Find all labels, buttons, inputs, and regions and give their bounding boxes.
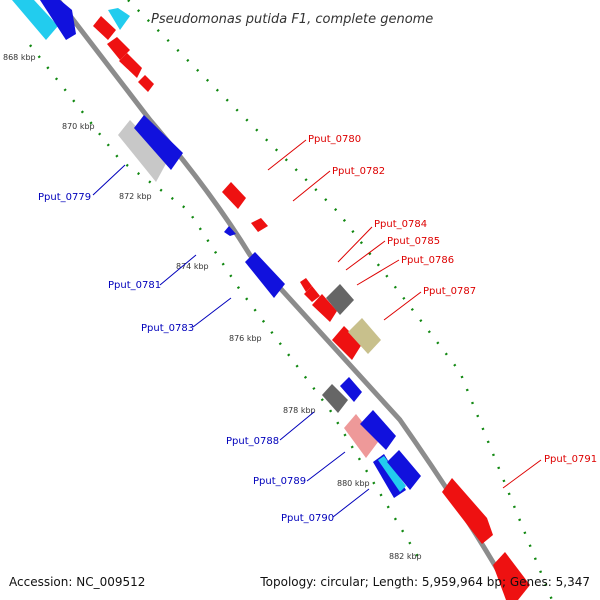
label-leaders [92,139,542,518]
gene-feature [107,37,130,60]
gene-labels: Pput_0780 Pput_0782 Pput_0784 Pput_0785 … [38,134,597,524]
genome-backbone [56,0,518,600]
gene-label: Pput_0791 [544,454,597,465]
gene-label: Pput_0787 [423,286,476,297]
gene-label: Pput_0782 [332,166,385,177]
gene-feature [322,384,348,413]
gene-feature [93,16,116,40]
gene-feature [138,75,154,92]
tick-track-inner [29,44,422,561]
gene-feature [119,53,142,78]
gene-label: Pput_0786 [401,255,454,266]
gene-feature [300,278,312,292]
gene-feature [340,377,362,402]
scale-label: 868 kbp [3,53,36,62]
gene-label: Pput_0783 [141,323,194,334]
gene-feature [442,478,493,544]
accession-text: Accession: NC_009512 [9,575,145,589]
gene-label: Pput_0789 [253,476,306,487]
gene-label: Pput_0784 [374,219,427,230]
gene-feature [118,120,168,182]
gene-feature [304,286,320,302]
gene-label: Pput_0790 [281,513,334,524]
scale-label: 870 kbp [62,122,95,131]
gene-feature [222,182,246,209]
gene-feature [493,552,530,600]
topology-text: Topology: circular; Length: 5,959,964 bp… [259,575,590,589]
gene-feature [251,218,268,232]
gene-feature [348,318,381,354]
gene-feature [312,294,337,322]
gene-feature [344,414,378,458]
gene-feature [12,0,58,40]
gene-feature [224,226,236,236]
map-title: Pseudomonas putida F1, complete genome [151,12,433,27]
scale-label: 878 kbp [283,406,316,415]
gene-feature [134,115,183,170]
gene-label: Pput_0780 [308,134,361,145]
gene-label: Pput_0788 [226,436,279,447]
gene-feature [326,284,354,315]
genes [12,0,530,600]
scale-labels: 868 kbp 870 kbp 872 kbp 874 kbp 876 kbp … [3,53,422,561]
scale-label: 872 kbp [119,192,152,201]
gene-label: Pput_0779 [38,192,91,203]
gene-feature [108,8,130,30]
scale-label: 880 kbp [337,479,370,488]
gene-feature [360,410,396,450]
scale-label: 882 kbp [389,552,422,561]
gene-feature [40,0,76,40]
gene-feature [387,450,421,490]
gene-feature [378,456,406,492]
gene-label: Pput_0785 [387,236,440,247]
scale-label: 874 kbp [176,262,209,271]
gene-feature [332,326,362,360]
gene-feature [245,252,285,298]
gene-label: Pput_0781 [108,280,161,291]
scale-label: 876 kbp [229,334,262,343]
